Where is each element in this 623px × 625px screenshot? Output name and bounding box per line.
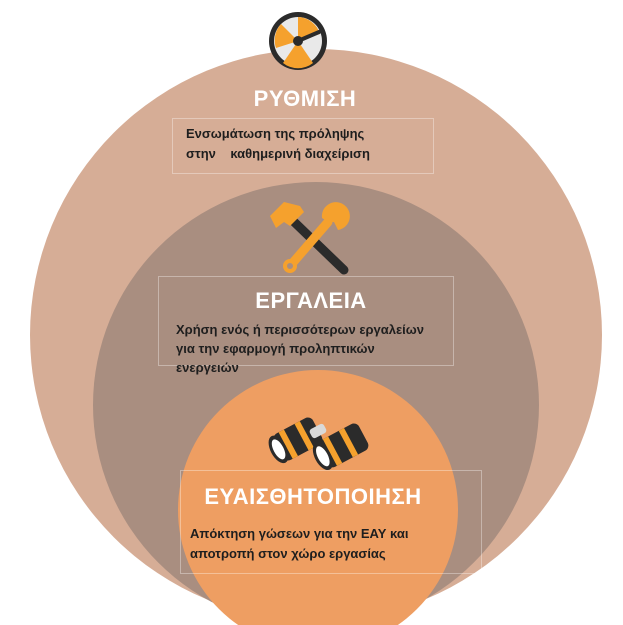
outer-level-title: ΡΥΘΜΙΣΗ [253, 86, 357, 111]
middle-level-title: ΕΡΓΑΛΕΙΑ [255, 288, 367, 313]
inner-level-title: ΕΥΑΙΣΘΗΤΟΠΟΙΗΣΗ [204, 484, 422, 509]
inner-text-box [180, 470, 482, 574]
inner-level-line-2: αποτροπή στον χώρο εργασίας [190, 546, 386, 561]
inner-circle [178, 370, 458, 625]
outer-text-box [172, 118, 434, 174]
middle-level-line-3: ενεργειών [176, 360, 239, 375]
gauge-icon [269, 12, 327, 70]
outer-level-line-1: Ενσωμάτωση της πρόληψης [186, 126, 365, 141]
tools-icon [270, 202, 350, 275]
middle-level-line-1: Χρήση ενός ή περισσότερων εργαλείων [176, 322, 425, 337]
middle-text-box [158, 276, 454, 366]
middle-level-line-2: για την εφαρμογή προληπτικών [176, 341, 375, 356]
outer-level-line-2: στην καθημερινή διαχείριση [186, 146, 370, 161]
binoculars-icon [268, 417, 369, 471]
inner-level-line-1: Απόκτηση γώσεων για την ΕΑΥ και [190, 526, 409, 541]
